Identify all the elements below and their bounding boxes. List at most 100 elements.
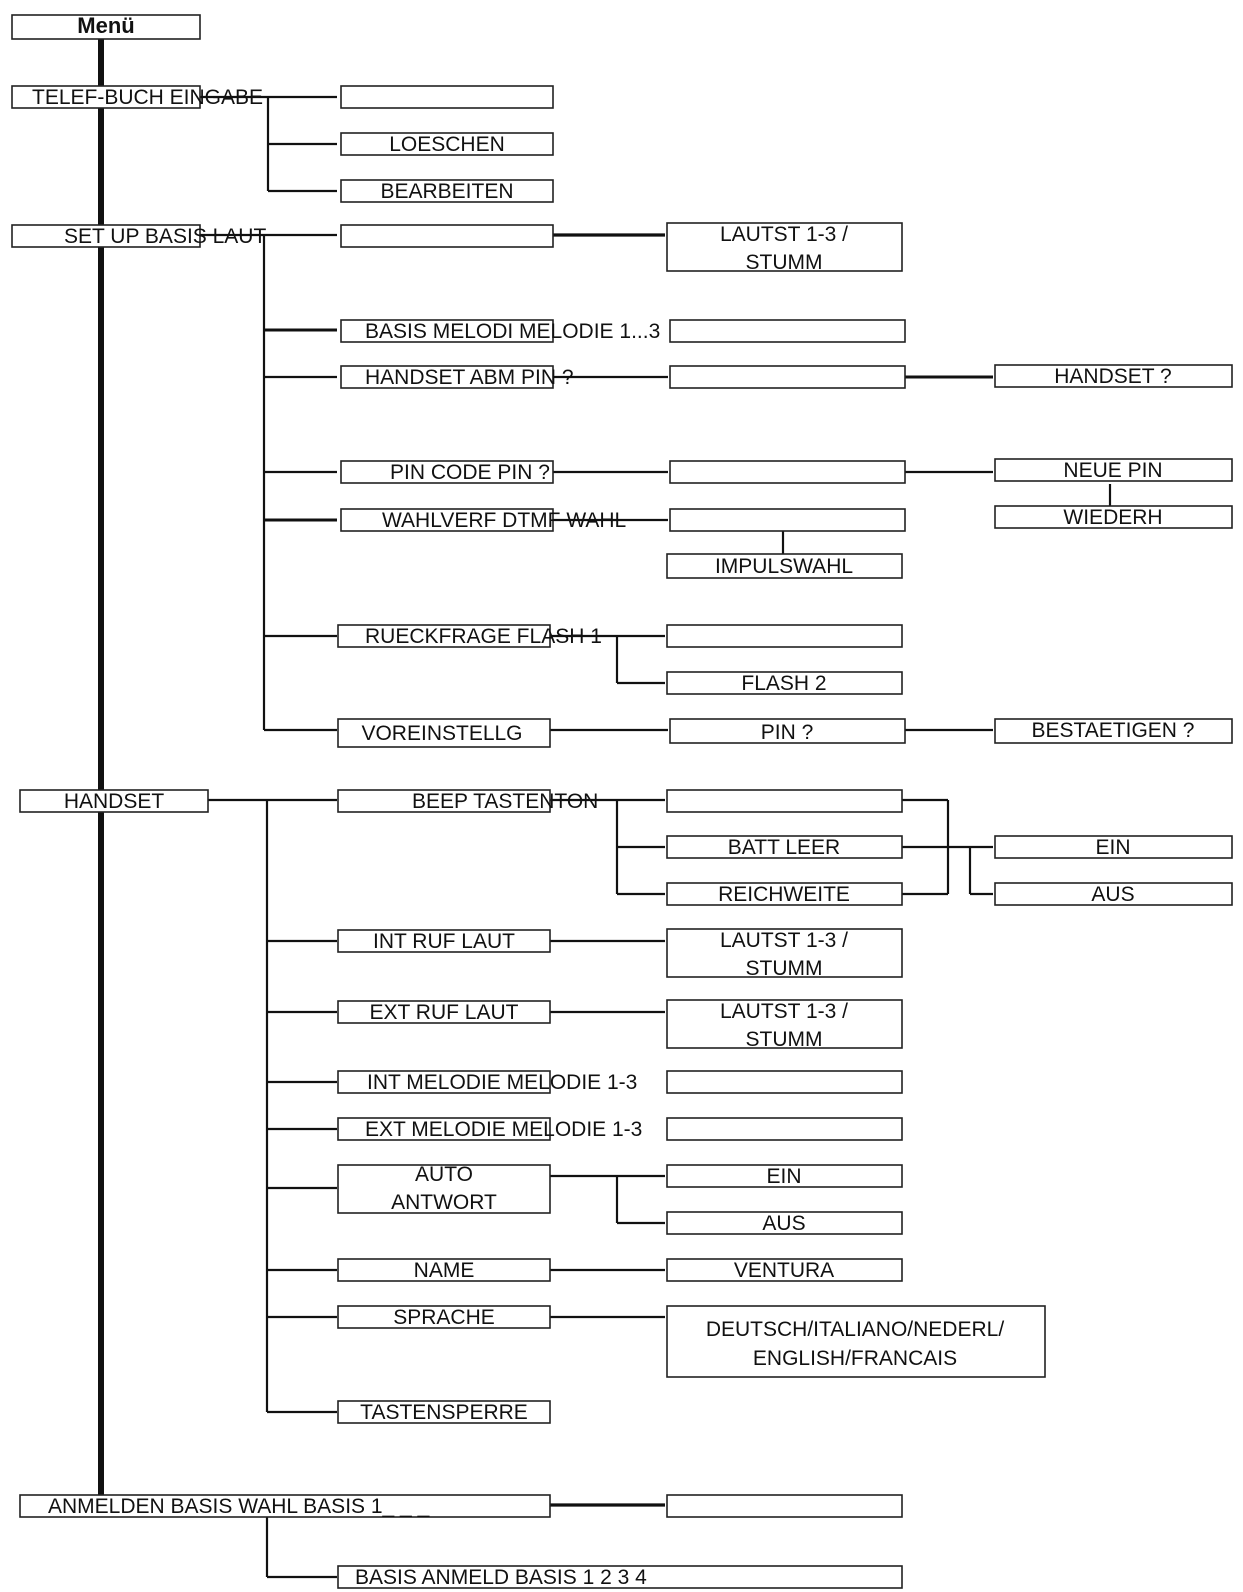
telef-buch-empty-box (340, 85, 554, 109)
setup-lautst-label-2: STUMM (746, 251, 823, 274)
neue-pin-box (994, 458, 1233, 482)
ext-lautst-box (666, 999, 903, 1049)
reichweite-label: REICHWEITE (718, 883, 850, 906)
beep-empty-box (666, 789, 903, 813)
anmelden-box (19, 1494, 551, 1518)
menu-title: Menü (77, 13, 134, 38)
reichweite-box (666, 882, 903, 906)
basis-anmeld-box (337, 1565, 903, 1589)
beep-ein-box (994, 835, 1233, 859)
impulswahl-box (666, 553, 903, 579)
rueckfrage-label: RUECKFRAGE FLASH 1 (365, 625, 602, 648)
setup-empty-box (340, 224, 554, 248)
ext-melodie-label: EXT MELODIE MELODIE 1-3 (365, 1118, 642, 1141)
handset-box (19, 789, 209, 813)
handset-abm-label: HANDSET ABM PIN ? (365, 366, 574, 389)
int-lautst-label-2: STUMM (746, 957, 823, 980)
pin-code-label: PIN CODE PIN ? (390, 461, 550, 484)
rueckfrage-box (337, 624, 551, 648)
handset-q-label: HANDSET ? (1054, 365, 1171, 388)
auto-antwort-box (337, 1164, 551, 1214)
setup-lautst-box (666, 222, 903, 272)
loeschen-label: LOESCHEN (389, 133, 505, 156)
wahlverf-label: WAHLVERF DTMF WAHL (382, 509, 626, 532)
impulswahl-label: IMPULSWAHL (715, 555, 853, 578)
basis-melodi-label: BASIS MELODI MELODIE 1...3 (365, 320, 660, 343)
handset-label: HANDSET (64, 790, 165, 813)
sprache-box (337, 1305, 551, 1329)
beep-aus-box (994, 882, 1233, 906)
rueckfrage-empty-box (666, 624, 903, 648)
beep-box (337, 789, 551, 813)
handset-abm-empty-box (669, 365, 906, 389)
auto-label-1: AUTO (415, 1163, 473, 1186)
loeschen-box (340, 132, 554, 156)
ext-ruf-box (337, 1000, 551, 1024)
basis-anmeld-label: BASIS ANMELD BASIS 1 2 3 4 (355, 1566, 647, 1589)
int-ruf-label: INT RUF LAUT (373, 930, 515, 953)
sprachen-label-2: ENGLISH/FRANCAIS (753, 1347, 957, 1370)
sprachen-box (666, 1305, 1046, 1378)
voreinstellg-box (337, 718, 551, 748)
auto-aus-label: AUS (762, 1212, 805, 1235)
pin-q-box (669, 718, 906, 744)
int-melodie-empty-box (666, 1070, 903, 1094)
int-ruf-box (337, 929, 551, 953)
handset-q-box (994, 364, 1233, 388)
anmelden-label: ANMELDEN BASIS WAHL BASIS 1_ _ _ (48, 1495, 430, 1518)
name-label: NAME (414, 1259, 475, 1282)
ext-lautst-label-1: LAUTST 1-3 / (720, 1000, 848, 1023)
auto-ein-label: EIN (766, 1165, 801, 1188)
ext-lautst-label-2: STUMM (746, 1028, 823, 1051)
wahlverf-box (340, 508, 554, 532)
auto-ein-box (666, 1164, 903, 1188)
menu-root-box (11, 14, 201, 40)
setup-lautst-label-1: LAUTST 1-3 / (720, 223, 848, 246)
boxes (11, 14, 1233, 1589)
ext-ruf-label: EXT RUF LAUT (370, 1001, 519, 1024)
connectors (197, 95, 1112, 1579)
tastensperre-box (337, 1400, 551, 1424)
basis-melodi-value-box (669, 319, 906, 343)
pin-code-box (340, 460, 554, 484)
flash2-label: FLASH 2 (741, 672, 826, 695)
setup-basis-box (11, 224, 201, 248)
voreinstellg-label: VOREINSTELLG (361, 722, 522, 745)
basis-melodi-box (340, 319, 554, 343)
name-box (337, 1258, 551, 1282)
handset-abm-box (340, 365, 554, 389)
anmelden-empty-box (666, 1494, 903, 1518)
wiederh-box (994, 505, 1233, 529)
bearbeiten-box (340, 179, 554, 203)
pin-q-label: PIN ? (761, 721, 814, 744)
telef-buch-box (11, 85, 201, 109)
tastensperre-label: TASTENSPERRE (360, 1401, 528, 1424)
int-melodie-label: INT MELODIE MELODIE 1-3 (367, 1071, 637, 1094)
ext-melodie-empty-box (666, 1117, 903, 1141)
sprache-label: SPRACHE (393, 1306, 495, 1329)
batt-leer-label: BATT LEER (728, 836, 840, 859)
wiederh-label: WIEDERH (1063, 506, 1162, 529)
neue-pin-label: NEUE PIN (1063, 459, 1162, 482)
int-lautst-box (666, 928, 903, 978)
ventura-label: VENTURA (734, 1259, 834, 1282)
wahlverf-empty-box (669, 508, 906, 532)
flash2-box (666, 671, 903, 695)
auto-label-2: ANTWORT (391, 1191, 497, 1214)
setup-basis-label: SET UP BASIS LAUT (64, 225, 266, 248)
telef-buch-label: TELEF-BUCH EINGABE (32, 86, 263, 109)
sprachen-label-1: DEUTSCH/ITALIANO/NEDERL/ (706, 1318, 1004, 1341)
pin-code-empty-box (669, 460, 906, 484)
beep-aus-label: AUS (1091, 883, 1134, 906)
bestaetigen-label: BESTAETIGEN ? (1032, 719, 1195, 742)
ext-melodie-box (337, 1117, 551, 1141)
auto-aus-box (666, 1211, 903, 1235)
labels: Menü TELEF-BUCH EINGABE LOESCHEN BEARBEI… (32, 13, 1195, 1589)
ventura-box (666, 1258, 903, 1282)
beep-label: BEEP TASTENTON (412, 790, 598, 813)
beep-ein-label: EIN (1095, 836, 1130, 859)
batt-leer-box (666, 835, 903, 859)
bestaetigen-box (994, 718, 1233, 744)
int-melodie-box (337, 1070, 551, 1094)
